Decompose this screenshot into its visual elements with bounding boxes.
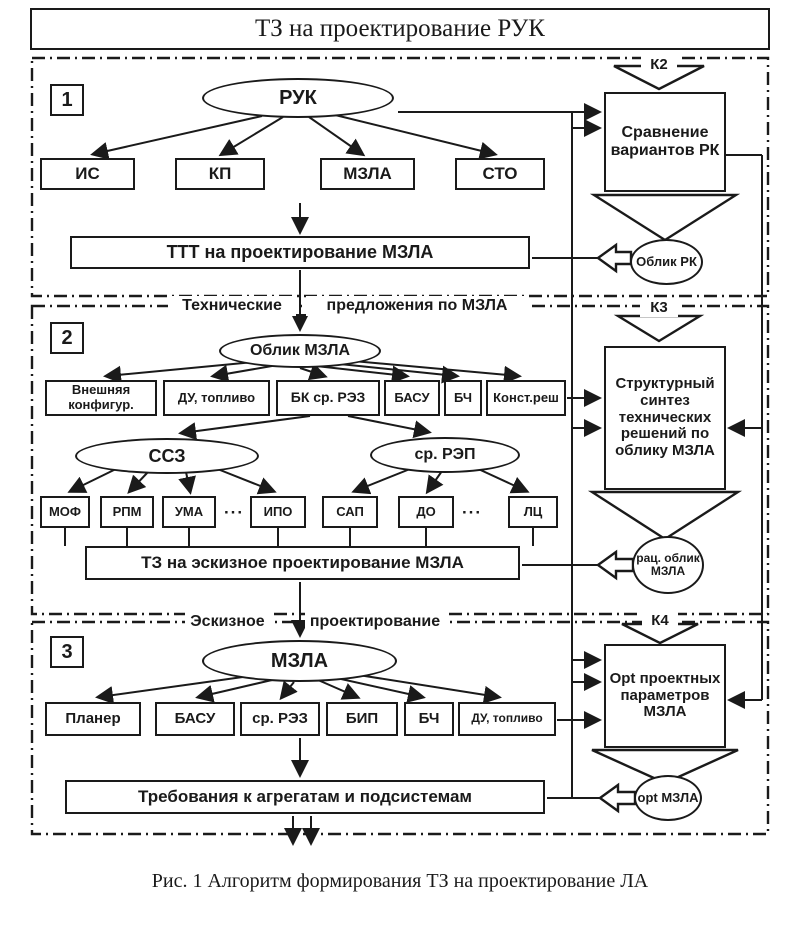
section1-frame (30, 56, 770, 298)
section2-output: ТЗ на эскизное проектирование МЗЛА (85, 546, 520, 580)
section2-subgroup-ssz: ССЗ (75, 438, 259, 474)
section3-child-du: ДУ, топливо (458, 702, 556, 736)
section2-result: рац. облик МЗЛА (632, 536, 704, 594)
section2-child-bch: БЧ (444, 380, 482, 416)
section2-leaf-rpm: РПМ (100, 496, 154, 528)
section1-child-sto: СТО (455, 158, 545, 190)
figure-caption: Рис. 1 Алгоритм формирования ТЗ на проек… (151, 869, 649, 892)
section2-subgroup-srep: ср. РЭП (370, 437, 520, 473)
section2-child-konstr: Конст.реш (486, 380, 566, 416)
section2-leaf-do: ДО (398, 496, 454, 528)
section1-child-kp: КП (175, 158, 265, 190)
section2-child-du: ДУ, топливо (163, 380, 270, 416)
section2-child-bk: БК ср. РЭЗ (276, 380, 380, 416)
section1-root: РУК (202, 78, 394, 118)
section3-process: Opt проектных параметров МЗЛА (604, 644, 726, 748)
section3-gate-label: К4 (642, 612, 678, 630)
funnel-3 (591, 748, 739, 785)
connector-lines (64, 112, 763, 799)
section2-header-right: предложения по МЗЛА (306, 296, 528, 316)
feedback-arrow-3 (597, 782, 637, 814)
section3-root: МЗЛА (202, 640, 397, 682)
section3-child-bip: БИП (326, 702, 398, 736)
section2-gate-label: К3 (640, 299, 678, 317)
feedback-arrow-2 (595, 549, 635, 581)
section2-root: Облик МЗЛА (219, 334, 381, 368)
section3-header-right: проектирование (305, 612, 445, 632)
section2-number: 2 (50, 322, 84, 354)
section2-leaf-mof: МОФ (40, 496, 90, 528)
funnel-2 (587, 490, 743, 541)
section3-child-bch: БЧ (404, 702, 454, 736)
section1-process: Сравнение вариантов РК (604, 92, 726, 192)
section1-gate-label: К2 (641, 56, 677, 74)
section1-child-mzla: МЗЛА (320, 158, 415, 190)
funnel-1 (589, 193, 741, 242)
section2-child-config: Внешняя конфигур. (45, 380, 157, 416)
ellipsis-1: ··· (224, 503, 244, 523)
section1-output: ТТТ на проектирование МЗЛА (70, 236, 530, 269)
section2-leaf-sap: САП (322, 496, 378, 528)
section3-header-left: Эскизное (185, 612, 270, 632)
section3-child-basu: БАСУ (155, 702, 235, 736)
section2-leaf-uma: УМА (162, 496, 216, 528)
section3-child-planer: Планер (45, 702, 141, 736)
section2-header-left: Технические (168, 296, 296, 316)
ellipsis-2: ··· (462, 503, 482, 523)
section2-child-basu: БАСУ (384, 380, 440, 416)
section2-leaf-ipo: ИПО (250, 496, 306, 528)
connector-arrows (67, 103, 762, 846)
section1-number: 1 (50, 84, 84, 116)
section2-process: Структурный синтез технических решений п… (604, 346, 726, 490)
section3-number: 3 (50, 636, 84, 668)
feedback-arrow-1 (595, 242, 633, 274)
section3-output: Требования к агрегатам и подсистемам (65, 780, 545, 814)
section3-result: opt МЗЛА (634, 775, 702, 821)
section1-child-is: ИС (40, 158, 135, 190)
section2-leaf-lc: ЛЦ (508, 496, 558, 528)
diagram-title: ТЗ на проектирование РУК (30, 8, 770, 50)
section3-child-srez: ср. РЭЗ (240, 702, 320, 736)
section1-result: Облик РК (630, 239, 703, 285)
gate-triangle-k3 (613, 314, 705, 343)
